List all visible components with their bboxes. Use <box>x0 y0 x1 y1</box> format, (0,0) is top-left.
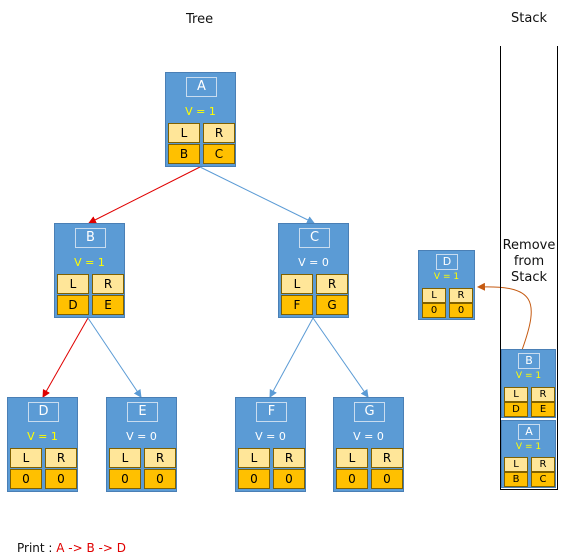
node-name: F <box>256 402 287 422</box>
right-child-value: 0 <box>449 303 473 318</box>
remove-arrow <box>477 282 532 351</box>
tree-node-b: B V = 1 L R D E <box>54 223 125 318</box>
right-child-value: C <box>531 472 555 487</box>
remove-label-line-2: from <box>513 254 545 269</box>
tree-node-f: F V = 0 L R 0 0 <box>235 397 306 492</box>
left-child-value: B <box>168 144 200 164</box>
right-pointer-label: R <box>45 448 77 468</box>
edge-a-b <box>88 166 201 224</box>
left-child-value: D <box>504 402 528 417</box>
left-pointer-label: L <box>504 457 528 472</box>
stack-right-wall <box>557 46 558 490</box>
left-pointer-label: L <box>504 387 528 402</box>
visited-flag: V = 1 <box>515 371 542 381</box>
right-child-value: E <box>92 295 124 315</box>
right-child-value: 0 <box>371 469 403 489</box>
stack-item-a: A V = 1 L R B C <box>501 420 556 488</box>
visited-flag: V = 1 <box>515 442 542 452</box>
right-child-value: 0 <box>273 469 305 489</box>
right-pointer-label: R <box>531 457 555 472</box>
stack-title: Stack <box>511 11 547 26</box>
node-name: C <box>299 228 330 248</box>
print-label: Print : <box>17 541 57 555</box>
tree-title: Tree <box>186 12 214 27</box>
left-pointer-label: L <box>109 448 141 468</box>
tree-node-a: A V = 1 L R B C <box>165 72 236 167</box>
right-pointer-label: R <box>92 274 124 294</box>
right-child-value: E <box>531 402 555 417</box>
visited-flag: V = 1 <box>27 430 58 443</box>
node-name: D <box>28 402 59 422</box>
node-name: B <box>518 353 540 369</box>
right-child-value: G <box>316 295 348 315</box>
left-child-value: F <box>281 295 313 315</box>
node-name: A <box>186 77 217 97</box>
stack-left-wall <box>500 46 501 490</box>
remove-from-stack-label: Remove from Stack <box>501 238 557 286</box>
right-child-value: 0 <box>45 469 77 489</box>
edge-a-c <box>199 166 315 224</box>
stack-bottom <box>500 489 558 490</box>
left-child-value: D <box>57 295 89 315</box>
left-pointer-label: L <box>336 448 368 468</box>
visited-flag: V = 1 <box>74 256 105 269</box>
visited-flag: V = 0 <box>298 256 329 269</box>
tree-node-e: E V = 0 L R 0 0 <box>106 397 177 492</box>
edge-c-g <box>312 317 369 398</box>
left-pointer-label: L <box>238 448 270 468</box>
right-pointer-label: R <box>316 274 348 294</box>
right-pointer-label: R <box>449 288 473 303</box>
right-pointer-label: R <box>371 448 403 468</box>
remove-label-line-1: Remove <box>502 238 556 253</box>
left-pointer-label: L <box>168 123 200 143</box>
remove-label-line-3: Stack <box>511 270 547 285</box>
edge-c-f <box>269 317 314 398</box>
left-pointer-label: L <box>422 288 446 303</box>
visited-flag: V = 0 <box>255 430 286 443</box>
left-pointer-label: L <box>10 448 42 468</box>
edge-b-d <box>42 317 89 398</box>
right-pointer-label: R <box>273 448 305 468</box>
tree-node-c: C V = 0 L R F G <box>278 223 349 318</box>
edge-b-e <box>87 317 142 398</box>
right-pointer-label: R <box>144 448 176 468</box>
popped-node-d: D V = 1 L R 0 0 <box>418 250 475 320</box>
node-name: D <box>436 254 458 270</box>
right-child-value: 0 <box>144 469 176 489</box>
left-pointer-label: L <box>57 274 89 294</box>
right-child-value: C <box>203 144 235 164</box>
left-child-value: 0 <box>336 469 368 489</box>
node-name: G <box>354 402 385 422</box>
tree-node-g: G V = 0 L R 0 0 <box>333 397 404 492</box>
visited-flag: V = 0 <box>353 430 384 443</box>
visited-flag: V = 0 <box>126 430 157 443</box>
node-name: A <box>518 424 540 440</box>
visited-flag: V = 1 <box>185 105 216 118</box>
tree-node-d: D V = 1 L R 0 0 <box>7 397 78 492</box>
stack-item-b: B V = 1 L R D E <box>501 349 556 418</box>
left-child-value: 0 <box>10 469 42 489</box>
node-name: B <box>75 228 106 248</box>
left-pointer-label: L <box>281 274 313 294</box>
left-child-value: 0 <box>109 469 141 489</box>
print-sequence: A -> B -> D <box>56 541 126 555</box>
node-name: E <box>127 402 158 422</box>
right-pointer-label: R <box>203 123 235 143</box>
left-child-value: 0 <box>422 303 446 318</box>
left-child-value: 0 <box>238 469 270 489</box>
right-pointer-label: R <box>531 387 555 402</box>
visited-flag: V = 1 <box>433 272 460 282</box>
print-output: Print : A -> B -> D <box>17 541 126 555</box>
left-child-value: B <box>504 472 528 487</box>
